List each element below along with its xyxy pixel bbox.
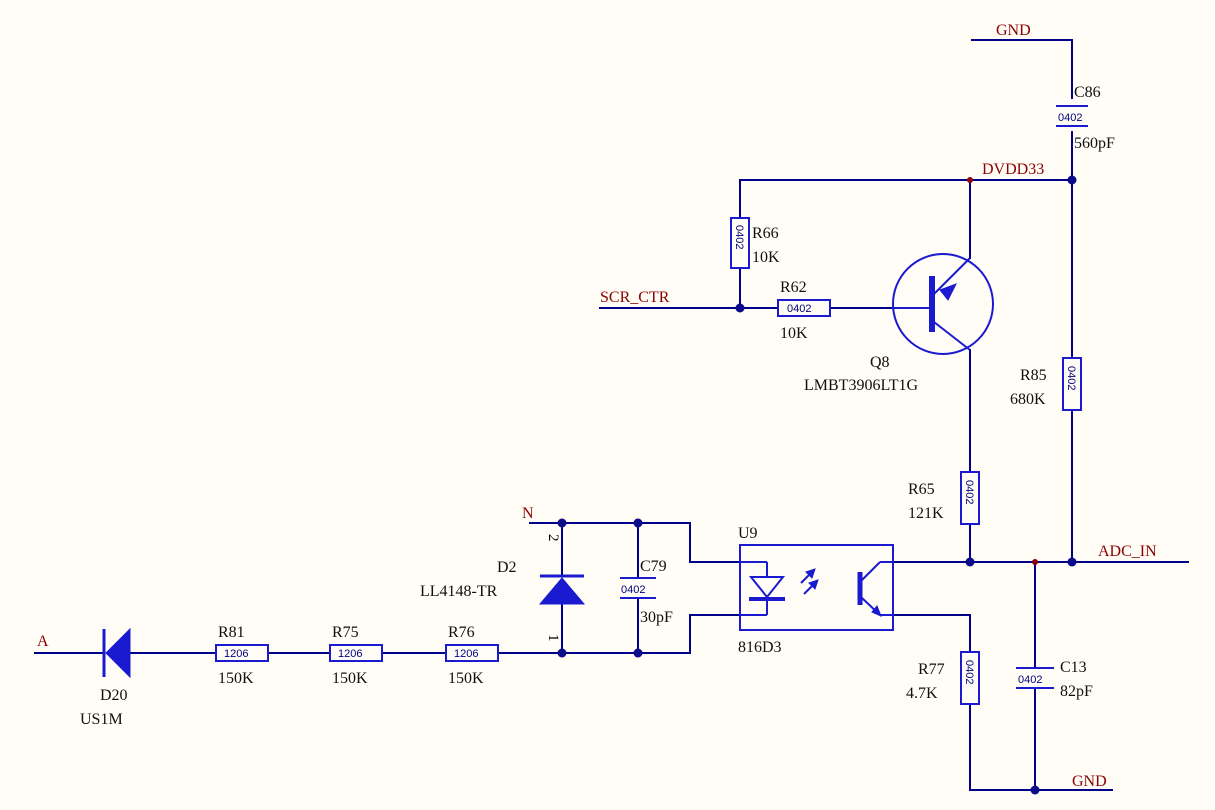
r65-designator: R65 [908,481,935,498]
c79-value: 30pF [640,609,673,626]
d2-pin-1: 1 [545,634,561,642]
capacitor-c86: 0402 C86 560pF [1056,84,1115,152]
r85-value: 680K [1010,391,1046,408]
net-label-a: A [37,633,49,650]
r75-package: 1206 [338,648,362,660]
r81-designator: R81 [218,624,245,641]
r62-designator: R62 [780,279,807,296]
r81-value: 150K [218,670,254,687]
u9-value: 816D3 [738,639,782,656]
r76-designator: R76 [448,624,475,641]
r77-package: 0402 [963,660,975,684]
q8-emitter-arrow-icon [939,283,958,301]
resistor-r75: 1206 R75 150K [329,624,383,687]
resistor-r65: 0402 R65 121K [908,471,980,525]
resistor-r62: 0402 R62 10K [777,279,831,342]
wires [34,39,1189,791]
r65-value: 121K [908,505,944,522]
transistor-q8: Q8 LMBT3906LT1G [804,253,994,394]
net-label-adc-in: ADC_IN [1098,543,1157,560]
r77-value: 4.7K [906,685,938,702]
r76-value: 150K [448,670,484,687]
d20-designator: D20 [100,687,128,704]
u9-designator: U9 [738,525,758,542]
r65-package: 0402 [963,480,975,504]
u9-led-icon [748,576,786,599]
r85-package: 0402 [1065,366,1077,390]
c13-package: 0402 [1018,674,1042,686]
c86-value: 560pF [1074,135,1115,152]
r66-value: 10K [752,249,780,266]
resistor-r77: 0402 R77 4.7K [906,651,980,705]
net-label-n: N [522,505,534,522]
diode-d2: 2 1 D2 LL4148-TR [420,534,586,642]
r76-package: 1206 [454,648,478,660]
d2-pin-2: 2 [545,534,561,542]
r75-designator: R75 [332,624,359,641]
capacitor-c79: 0402 C79 30pF [620,558,673,626]
d2-designator: D2 [497,559,517,576]
r66-designator: R66 [752,225,779,242]
r77-designator: R77 [918,661,945,678]
net-label-dvdd33: DVDD33 [982,161,1044,178]
r81-package: 1206 [224,648,248,660]
c13-value: 82pF [1060,683,1093,700]
q8-designator: Q8 [870,354,890,371]
c13-designator: C13 [1060,659,1087,676]
r62-package: 0402 [787,303,811,315]
c79-package: 0402 [621,584,645,596]
resistor-r76: 1206 R76 150K [445,624,499,687]
resistor-r85: 0402 R85 680K [1010,357,1082,411]
r62-value: 10K [780,325,808,342]
net-label-gnd-top: GND [996,22,1031,39]
capacitor-c13: 0402 C13 82pF [1016,659,1093,700]
junctions [557,175,1077,795]
diode-d20: D20 US1M [80,627,131,728]
r75-value: 150K [332,670,368,687]
c79-designator: C79 [640,558,667,575]
d20-value: US1M [80,711,123,728]
r66-package: 0402 [733,225,745,249]
resistor-r66: 0402 R66 10K [730,217,780,269]
net-label-scr-ctr: SCR_CTR [600,289,670,306]
c86-package: 0402 [1058,112,1082,124]
resistor-r81: 1206 R81 150K [215,624,269,687]
optocoupler-u9: U9 816D3 [738,525,894,656]
r85-designator: R85 [1020,367,1047,384]
d20-diode-icon [105,627,131,679]
c86-designator: C86 [1074,84,1101,101]
d2-diode-icon [538,577,586,605]
d2-value: LL4148-TR [420,583,498,600]
net-label-gnd-bottom: GND [1072,773,1107,790]
q8-value: LMBT3906LT1G [804,377,919,394]
